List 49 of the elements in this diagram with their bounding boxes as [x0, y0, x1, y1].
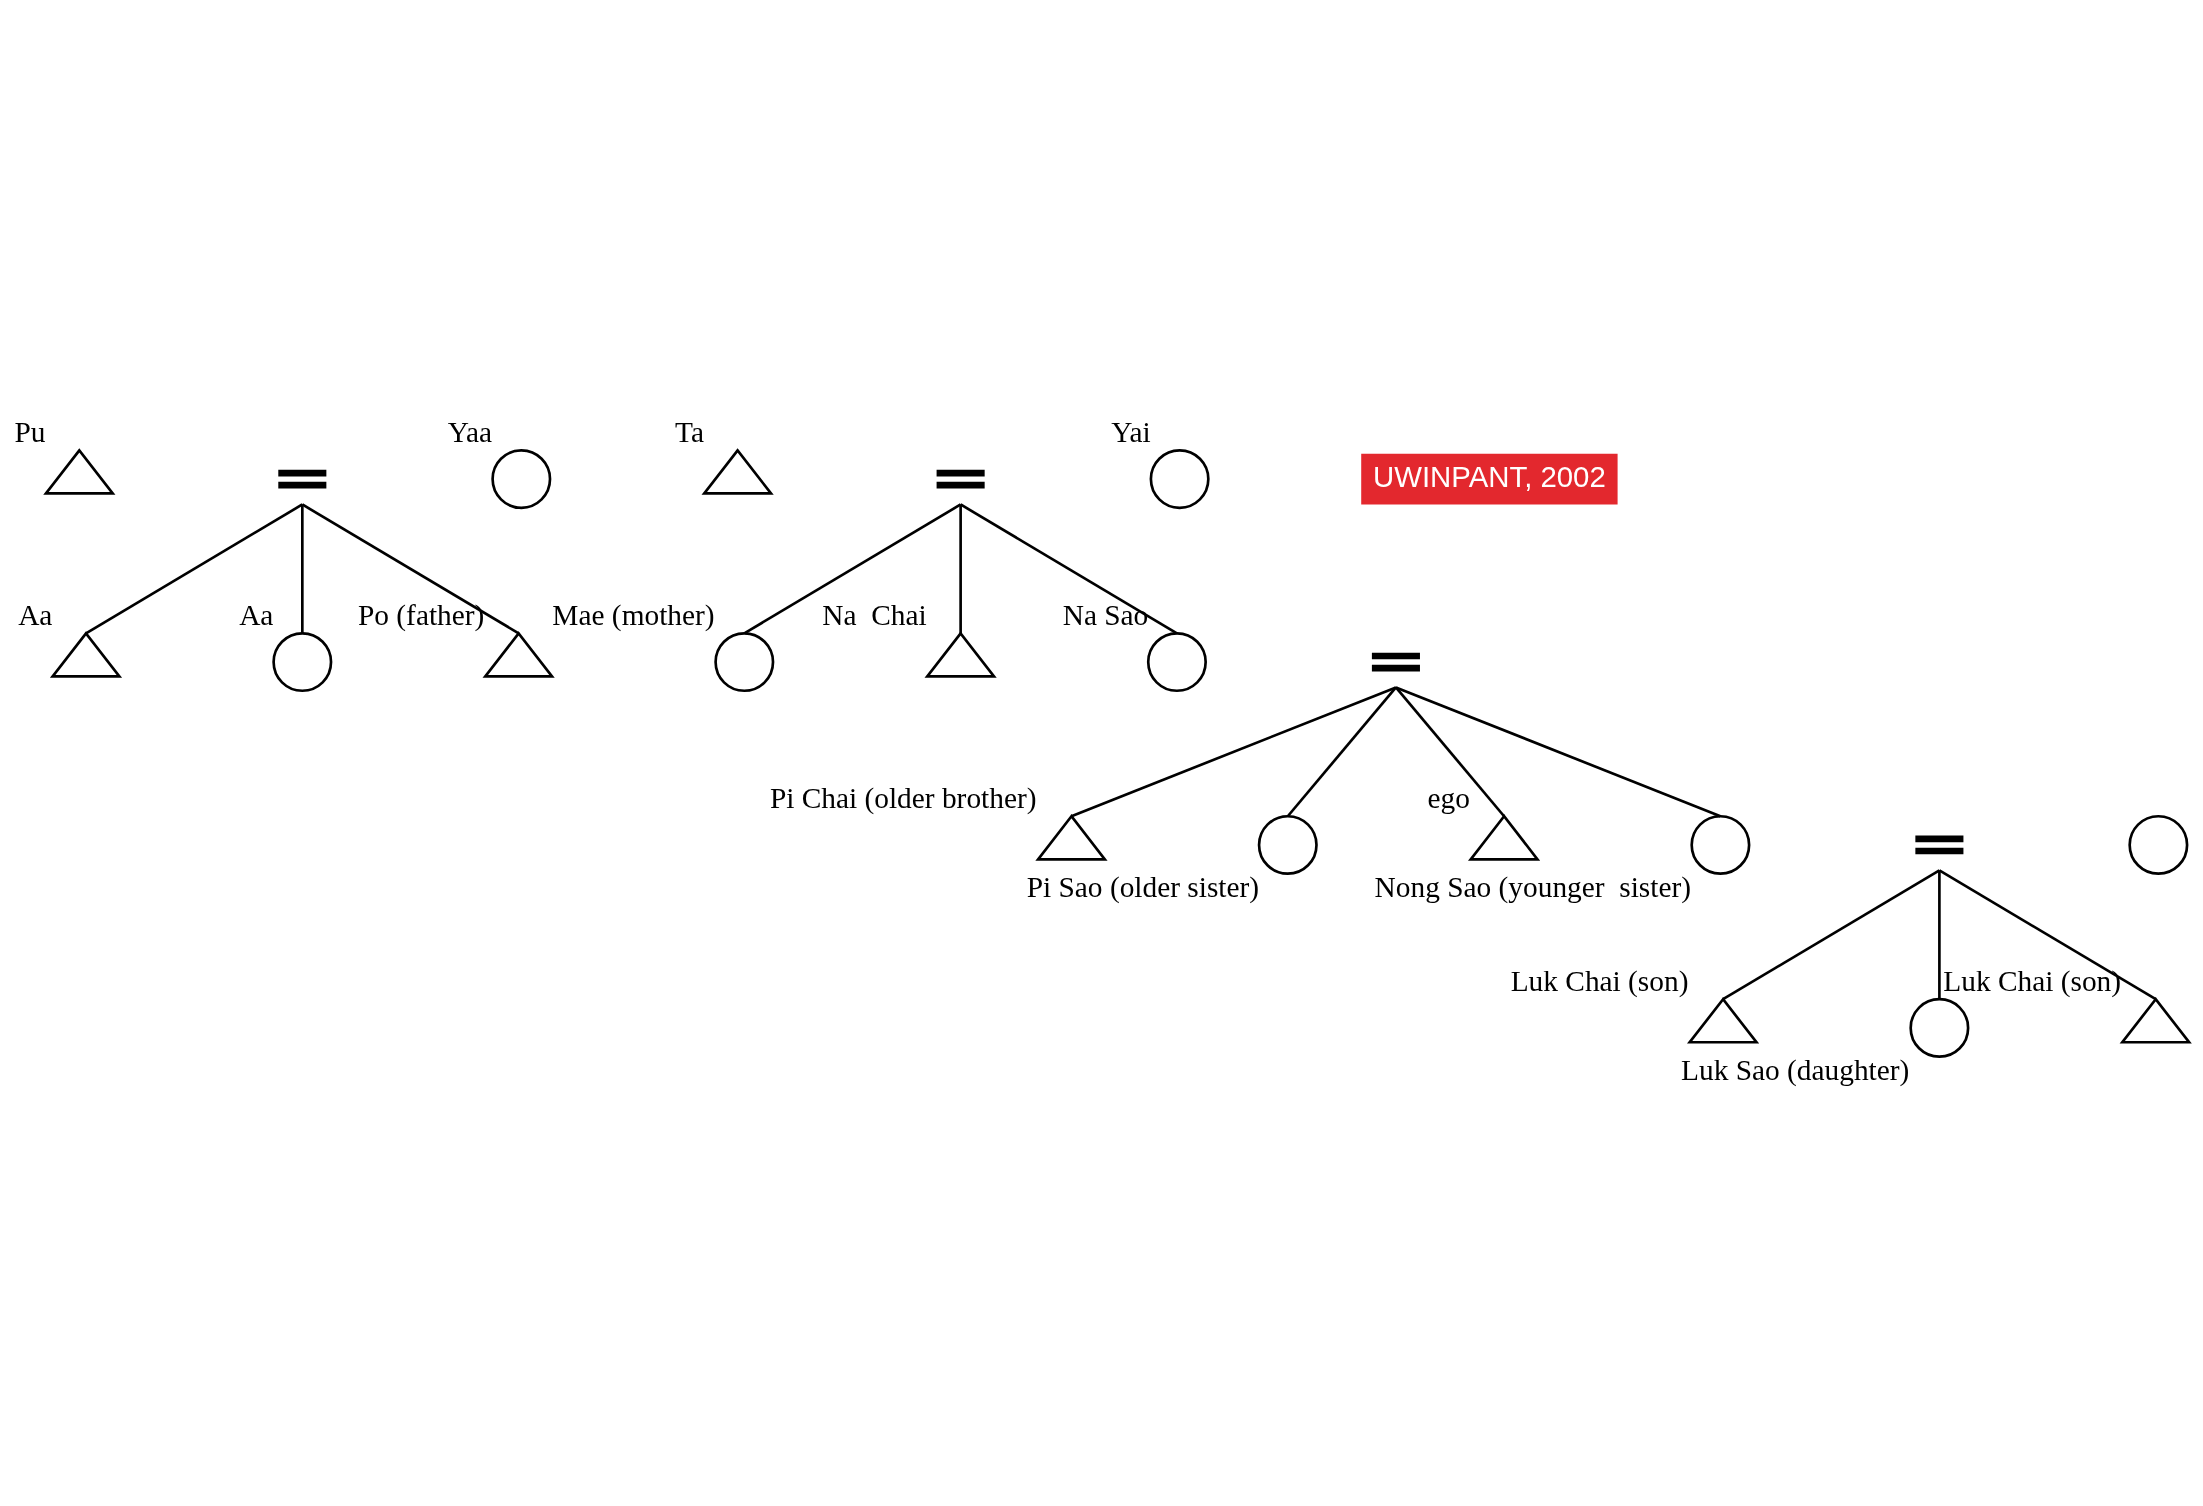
node-triangle	[1468, 813, 1541, 861]
connector	[1394, 686, 1506, 817]
node-triangle	[701, 447, 774, 495]
node-circle	[1909, 997, 1970, 1058]
node-label: Na Sao	[1062, 598, 1149, 631]
label: UWINPANT, 2002	[1373, 459, 1606, 493]
node-circle	[491, 448, 552, 509]
node-triangle	[1686, 996, 1760, 1044]
node-circle	[1690, 814, 1751, 875]
node-triangle	[482, 630, 555, 678]
node-circle	[272, 631, 333, 692]
connector	[1070, 685, 1397, 817]
node-label: Nong Sao (younger sister)	[1374, 870, 1691, 903]
connector	[959, 502, 1178, 634]
node-label: Pi Sao (older sister)	[1026, 870, 1260, 903]
node-triangle	[43, 447, 116, 495]
node-label: Luk Chai (son)	[1943, 964, 2122, 997]
node-circle	[1149, 448, 1210, 509]
connector	[301, 502, 520, 634]
node-triangle	[49, 630, 123, 678]
connector	[301, 503, 304, 633]
node-circle	[714, 631, 775, 692]
node-label: Ta	[675, 415, 705, 448]
node-label: Yai	[1111, 415, 1151, 448]
connector	[1286, 686, 1397, 817]
node-circle	[2128, 814, 2189, 875]
node-triangle	[924, 630, 997, 678]
node-label: Luk Chai (son)	[1510, 964, 1689, 997]
connector	[1395, 685, 1721, 817]
connector	[1938, 869, 1941, 999]
connector	[743, 502, 962, 634]
connector	[85, 502, 303, 634]
node-label: Mae (mother)	[552, 598, 715, 631]
node-circle	[1146, 631, 1207, 692]
node-label: Po (father)	[357, 598, 485, 631]
node-label: Aa	[239, 598, 274, 631]
node-triangle	[1035, 813, 1108, 861]
node-triangle	[2119, 996, 2192, 1044]
node-label: Na Chai	[822, 598, 927, 631]
node-label: Aa	[18, 598, 53, 631]
connector	[1938, 868, 2157, 1000]
node-label: Pi Chai (older brother)	[769, 781, 1037, 814]
connector	[959, 503, 962, 633]
node-circle	[1257, 814, 1318, 875]
node-label: Yaa	[447, 415, 493, 448]
node-label: ego	[1427, 781, 1470, 814]
node-label: Luk Sao (daughter)	[1681, 1053, 1910, 1086]
node-label: Pu	[14, 415, 46, 448]
connector	[1722, 868, 1941, 1000]
